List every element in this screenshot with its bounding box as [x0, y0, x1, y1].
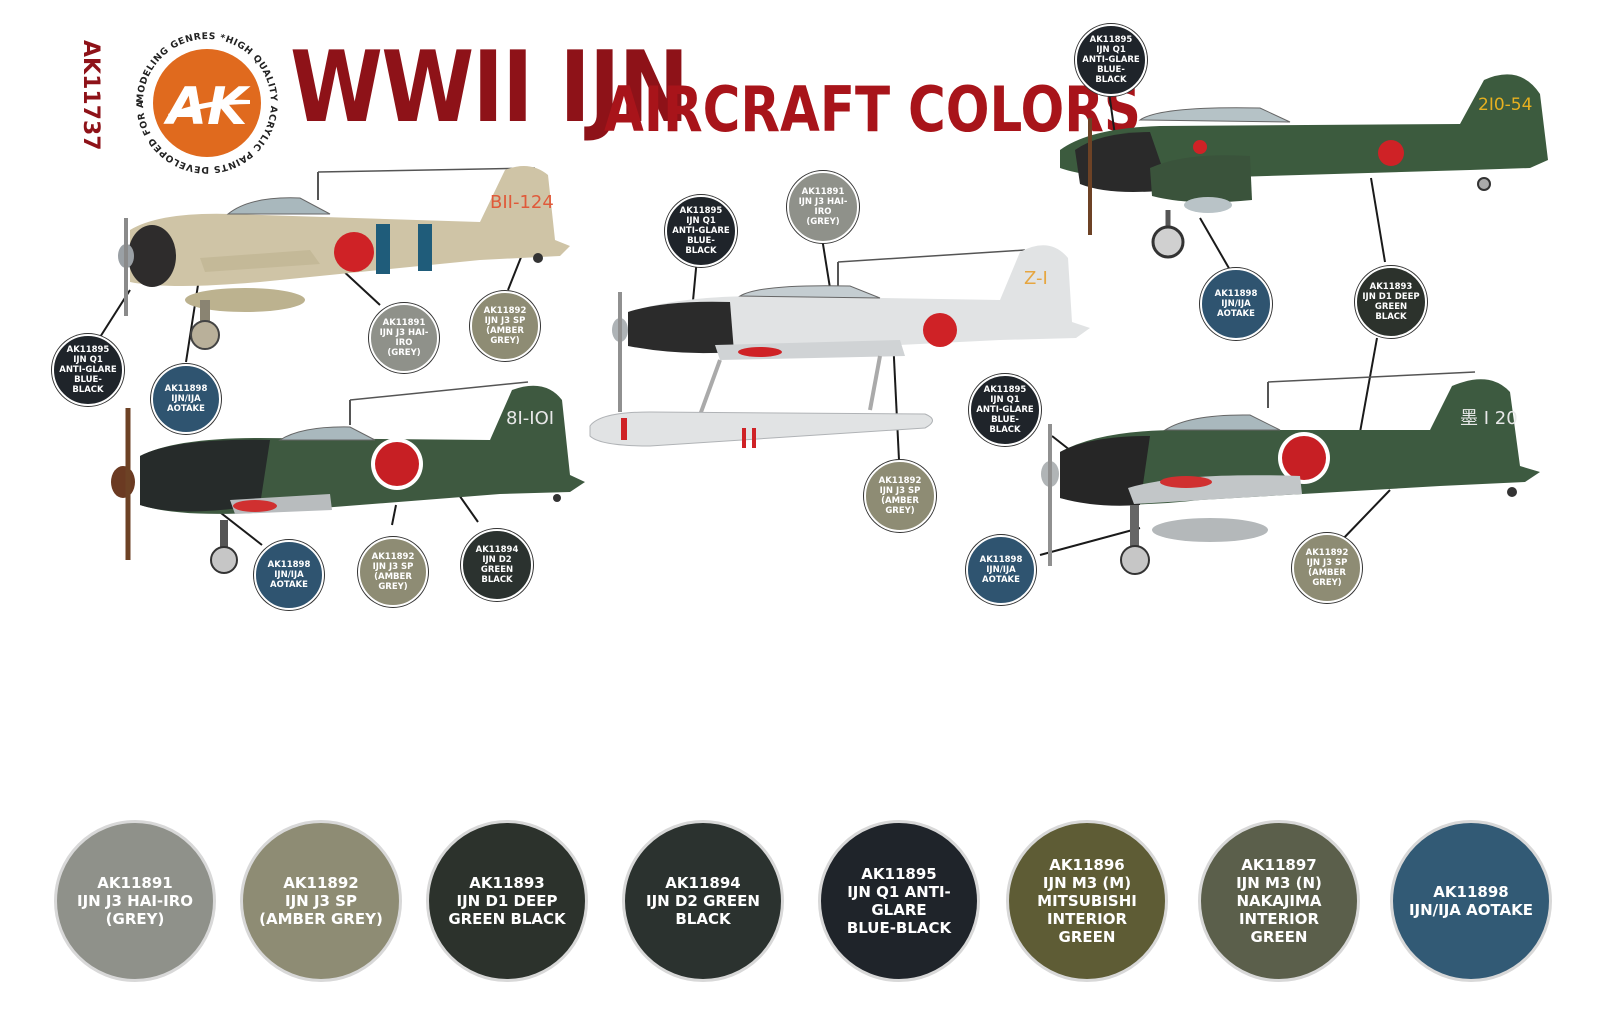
- callout-c14: AK11895 IJN Q1 ANTI-GLARE BLUE- BLACK: [969, 374, 1041, 446]
- swatch-ak11893: AK11893 IJN D1 DEEP GREEN BLACK: [426, 820, 588, 982]
- callout-c15: AK11898 IJN/IJA AOTAKE: [966, 535, 1036, 605]
- callout-c5-label: AK11898 IJN/IJA AOTAKE: [267, 560, 311, 590]
- callout-c1-label: AK11895 IJN Q1 ANTI-GLARE BLUE- BLACK: [59, 345, 117, 395]
- product-code: AK11737: [62, 36, 122, 156]
- swatch-label: AK11894 IJN D2 GREEN BLACK: [646, 874, 760, 928]
- callout-c12: AK11898 IJN/IJA AOTAKE: [1200, 268, 1272, 340]
- product-code-text: AK11737: [78, 40, 103, 151]
- callout-c4-label: AK11892 IJN J3 SP (AMBER GREY): [483, 306, 527, 346]
- swatch-label: AK11891 IJN J3 HAI-IRO (GREY): [76, 874, 194, 928]
- callout-c9: AK11891 IJN J3 HAI-IRO (GREY): [787, 171, 859, 243]
- callout-c15-label: AK11898 IJN/IJA AOTAKE: [979, 555, 1023, 585]
- callout-c8: AK11895 IJN Q1 ANTI-GLARE BLUE- BLACK: [665, 195, 737, 267]
- aircraft-code-zero-tan: BII-124: [490, 192, 554, 213]
- aircraft-zero-green-right: 墨 I 20: [1041, 371, 1540, 575]
- callout-c11: AK11895 IJN Q1 ANTI-GLARE BLUE- BLACK: [1075, 24, 1147, 96]
- callout-c14-label: AK11895 IJN Q1 ANTI-GLARE BLUE- BLACK: [976, 385, 1034, 435]
- callout-c2-label: AK11898 IJN/IJA AOTAKE: [164, 384, 208, 414]
- swatch-label: AK11896 IJN M3 (M) MITSUBISHI INTERIOR G…: [1037, 856, 1137, 946]
- callout-c4: AK11892 IJN J3 SP (AMBER GREY): [470, 291, 540, 361]
- ak-logo: MODELING GENRES *HIGH QUALITY ACRYLIC PA…: [129, 20, 282, 178]
- callout-c7: AK11894 IJN D2 GREEN BLACK: [461, 529, 533, 601]
- callout-c8-label: AK11895 IJN Q1 ANTI-GLARE BLUE- BLACK: [672, 206, 730, 256]
- aircraft-code-bomber: 2I0-54: [1478, 95, 1532, 115]
- callout-c3: AK11891 IJN J3 HAI-IRO (GREY): [369, 303, 439, 373]
- callout-c5: AK11898 IJN/IJA AOTAKE: [254, 540, 324, 610]
- callout-c7-label: AK11894 IJN D2 GREEN BLACK: [475, 545, 519, 585]
- swatch-label: AK11892 IJN J3 SP (AMBER GREY): [259, 874, 383, 928]
- callout-c16: AK11892 IJN J3 SP (AMBER GREY): [1292, 533, 1362, 603]
- callout-c10-label: AK11892 IJN J3 SP (AMBER GREY): [878, 476, 922, 516]
- swatch-label: AK11898 IJN/IJA AOTAKE: [1408, 883, 1534, 919]
- swatch-ak11896: AK11896 IJN M3 (M) MITSUBISHI INTERIOR G…: [1006, 820, 1168, 982]
- callout-c13: AK11893 IJN D1 DEEP GREEN BLACK: [1355, 266, 1427, 338]
- swatch-ak11891: AK11891 IJN J3 HAI-IRO (GREY): [54, 820, 216, 982]
- aircraft-zero-tan: BII-124: [118, 166, 570, 350]
- callout-c12-label: AK11898 IJN/IJA AOTAKE: [1214, 289, 1258, 319]
- callout-c3-label: AK11891 IJN J3 HAI-IRO (GREY): [379, 318, 429, 358]
- swatch-label: AK11897 IJN M3 (N) NAKAJIMA INTERIOR GRE…: [1236, 856, 1322, 946]
- aircraft-code-zero-green-right: 墨 I 20: [1460, 408, 1518, 429]
- callout-c16-label: AK11892 IJN J3 SP (AMBER GREY): [1305, 548, 1349, 588]
- aircraft-seaplane: Z-I: [589, 245, 1090, 448]
- swatch-ak11894: AK11894 IJN D2 GREEN BLACK: [622, 820, 784, 982]
- callout-c11-label: AK11895 IJN Q1 ANTI-GLARE BLUE- BLACK: [1082, 35, 1140, 85]
- aircraft-code-zero-green-left: 8I-IOI: [506, 408, 554, 429]
- aircraft-illustrations: BII-124 8I-IOI Z-I: [94, 74, 1548, 575]
- swatch-ak11892: AK11892 IJN J3 SP (AMBER GREY): [240, 820, 402, 982]
- swatch-ak11895: AK11895 IJN Q1 ANTI-GLARE BLUE-BLACK: [818, 820, 980, 982]
- callout-c6: AK11892 IJN J3 SP (AMBER GREY): [358, 537, 428, 607]
- aircraft-bomber: 2I0-54: [1060, 74, 1548, 259]
- swatch-ak11898: AK11898 IJN/IJA AOTAKE: [1390, 820, 1552, 982]
- callout-c9-label: AK11891 IJN J3 HAI-IRO (GREY): [798, 187, 848, 227]
- swatch-label: AK11893 IJN D1 DEEP GREEN BLACK: [448, 874, 566, 928]
- callout-c10: AK11892 IJN J3 SP (AMBER GREY): [864, 460, 936, 532]
- callout-c13-label: AK11893 IJN D1 DEEP GREEN BLACK: [1362, 282, 1420, 322]
- aircraft-code-seaplane: Z-I: [1024, 268, 1048, 289]
- callout-c1: AK11895 IJN Q1 ANTI-GLARE BLUE- BLACK: [52, 334, 124, 406]
- aircraft-zero-green-left: 8I-IOI: [111, 381, 585, 574]
- title-main: WWII IJN: [290, 31, 689, 145]
- swatch-ak11897: AK11897 IJN M3 (N) NAKAJIMA INTERIOR GRE…: [1198, 820, 1360, 982]
- callout-c6-label: AK11892 IJN J3 SP (AMBER GREY): [371, 552, 415, 592]
- title-sub: AIRCRAFT COLORS: [604, 73, 1141, 146]
- callout-c2: AK11898 IJN/IJA AOTAKE: [151, 364, 221, 434]
- swatch-label: AK11895 IJN Q1 ANTI-GLARE BLUE-BLACK: [846, 865, 952, 937]
